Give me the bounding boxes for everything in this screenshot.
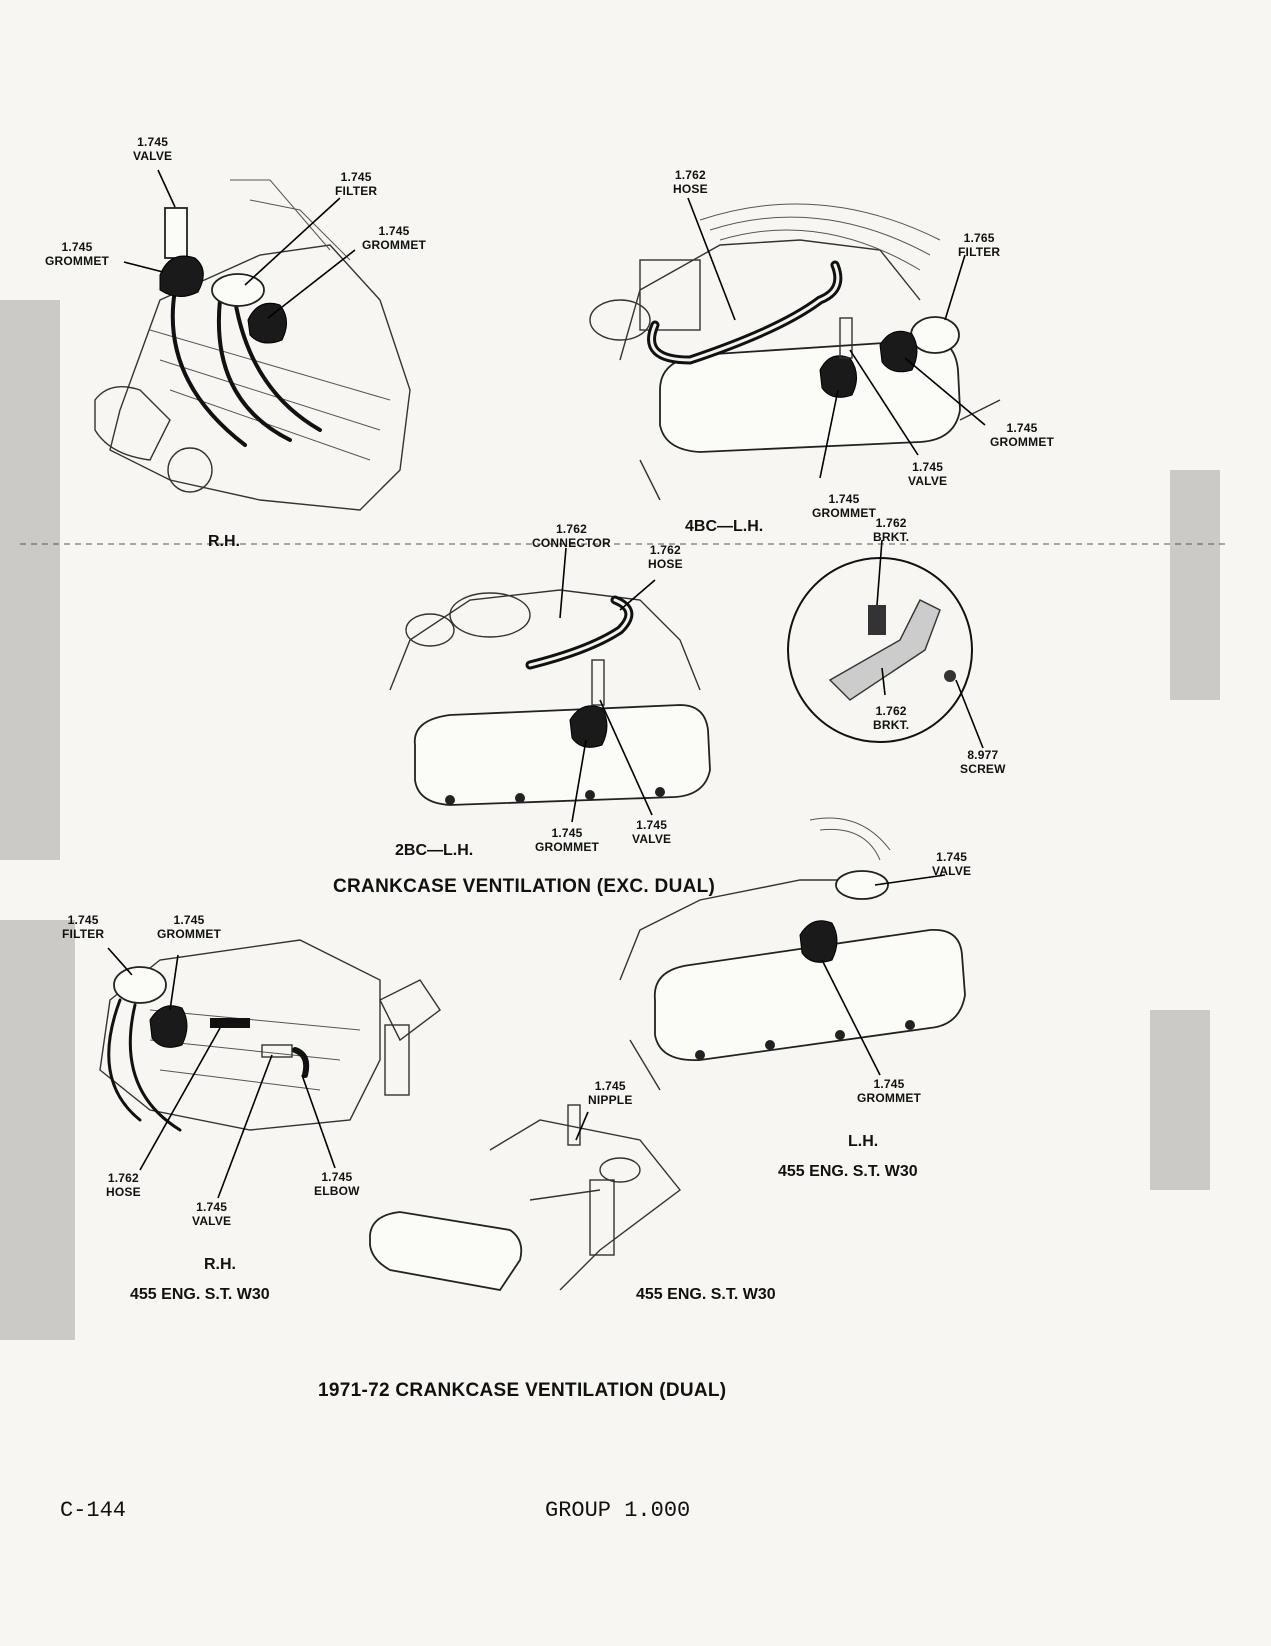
label-rh-valve: 1.745 VALVE	[133, 135, 172, 163]
caption-2bc-lh: 2BC—L.H.	[395, 842, 474, 859]
part-name: HOSE	[648, 557, 683, 571]
scan-noise-right	[1150, 470, 1220, 1190]
part-number: 1.745	[173, 913, 205, 927]
view-rh-w30-engine	[99, 939, 441, 1132]
label-2bc-connector: 1.762 CONNECTOR	[532, 522, 611, 550]
group-number: GROUP 1.000	[545, 1498, 691, 1523]
view-lh-w30-engine	[619, 817, 966, 1091]
label-bracket-top: 1.762 BRKT.	[873, 516, 909, 544]
part-name: BRKT.	[873, 718, 910, 732]
part-number: 1.762	[107, 1171, 139, 1185]
part-number: 1.745	[873, 1077, 905, 1091]
part-name: GROMMET	[157, 927, 222, 941]
caption-w30rh-side: R.H.	[204, 1256, 236, 1273]
view-4bc-lh-engine	[589, 203, 1001, 501]
part-number: 1.762	[875, 704, 907, 718]
label-w30rh-elbow: 1.745 ELBOW	[314, 1170, 360, 1198]
part-number: 1.762	[649, 543, 681, 557]
part-name: GROMMET	[45, 254, 110, 268]
cover-bolts	[445, 787, 665, 805]
part-number: 1.745	[636, 818, 668, 832]
part-number: 1.745	[1006, 421, 1038, 435]
label-w30lh-valve: 1.745 VALVE	[932, 850, 971, 878]
part-name: BRKT.	[873, 530, 910, 544]
part-number: 1.745	[67, 913, 99, 927]
label-w30center-nipple: 1.745 NIPPLE	[588, 1079, 633, 1107]
part-number: 1.762	[875, 516, 907, 530]
label-2bc-grommet: 1.745 GROMMET	[535, 826, 599, 854]
label-rh-filter: 1.745 FILTER	[335, 170, 377, 198]
label-w30rh-valve: 1.745 VALVE	[192, 1200, 231, 1228]
part-number: 1.745	[912, 460, 944, 474]
part-name: HOSE	[673, 182, 708, 196]
section-title-exc-dual: CRANKCASE VENTILATION (EXC. DUAL)	[333, 876, 716, 897]
label-2bc-hose: 1.762 HOSE	[648, 543, 683, 571]
label-w30lh-grommet: 1.745 GROMMET	[857, 1077, 921, 1105]
leader-lines	[107, 169, 986, 1199]
part-number: 1.745	[137, 135, 169, 149]
label-screw: 8.977 SCREW	[960, 748, 1006, 776]
label-4bc-grommet-bottom: 1.745 GROMMET	[812, 492, 876, 520]
part-name: GROMMET	[812, 506, 877, 520]
part-number: 1.745	[594, 1079, 626, 1093]
part-name: FILTER	[958, 245, 1001, 259]
label-4bc-valve: 1.745 VALVE	[908, 460, 947, 488]
part-name: VALVE	[632, 832, 672, 846]
label-rh-grommet-left: 1.745 GROMMET	[45, 240, 109, 268]
part-number: 1.745	[828, 492, 860, 506]
caption-w30rh-engine: 455 ENG. S.T. W30	[130, 1286, 270, 1303]
part-name: GROMMET	[362, 238, 427, 252]
part-name: VALVE	[133, 149, 173, 163]
label-2bc-valve: 1.745 VALVE	[632, 818, 671, 846]
label-bracket-bottom: 1.762 BRKT.	[873, 704, 909, 732]
view-center-w30-engine	[369, 1104, 681, 1291]
caption-w30lh-engine: 455 ENG. S.T. W30	[778, 1163, 918, 1180]
part-name: HOSE	[106, 1185, 141, 1199]
part-name: CONNECTOR	[532, 536, 611, 550]
part-number: 1.745	[340, 170, 372, 184]
part-name: GROMMET	[857, 1091, 922, 1105]
part-number: 1.745	[936, 850, 968, 864]
label-4bc-filter: 1.765 FILTER	[958, 231, 1000, 259]
part-name: SCREW	[960, 762, 1006, 776]
part-name: VALVE	[192, 1214, 232, 1228]
part-name: VALVE	[908, 474, 948, 488]
view-2bc-lh-engine	[389, 589, 711, 806]
scan-noise-left	[0, 300, 75, 1340]
label-4bc-hose: 1.762 HOSE	[673, 168, 708, 196]
label-w30rh-hose: 1.762 HOSE	[106, 1171, 141, 1199]
caption-w30-center: 455 ENG. S.T. W30	[636, 1286, 776, 1303]
label-w30rh-grommet: 1.745 GROMMET	[157, 913, 221, 941]
part-number: 1.762	[674, 168, 706, 182]
part-number: 1.745	[196, 1200, 228, 1214]
part-number: 8.977	[967, 748, 999, 762]
label-4bc-grommet-right: 1.745 GROMMET	[990, 421, 1054, 449]
part-name: ELBOW	[314, 1184, 360, 1198]
lh-cover-bolts	[695, 1020, 915, 1060]
part-number: 1.745	[61, 240, 93, 254]
view-rh-top-engine	[94, 179, 411, 511]
part-number: 1.765	[963, 231, 995, 245]
part-name: GROMMET	[535, 840, 600, 854]
part-name: FILTER	[335, 184, 378, 198]
part-name: GROMMET	[990, 435, 1055, 449]
part-name: NIPPLE	[588, 1093, 633, 1107]
caption-w30lh-side: L.H.	[848, 1133, 879, 1150]
caption-rh-top: R.H.	[208, 533, 240, 550]
section-title-dual: 1971-72 CRANKCASE VENTILATION (DUAL)	[318, 1380, 727, 1401]
part-number: 1.745	[321, 1170, 353, 1184]
label-rh-grommet-right: 1.745 GROMMET	[362, 224, 426, 252]
caption-4bc-lh: 4BC—L.H.	[685, 518, 764, 535]
part-name: FILTER	[62, 927, 105, 941]
part-number: 1.762	[555, 522, 587, 536]
part-number: 1.745	[551, 826, 583, 840]
part-name: VALVE	[932, 864, 972, 878]
label-w30rh-filter: 1.745 FILTER	[62, 913, 104, 941]
page-number: C-144	[60, 1498, 127, 1523]
part-number: 1.745	[378, 224, 410, 238]
